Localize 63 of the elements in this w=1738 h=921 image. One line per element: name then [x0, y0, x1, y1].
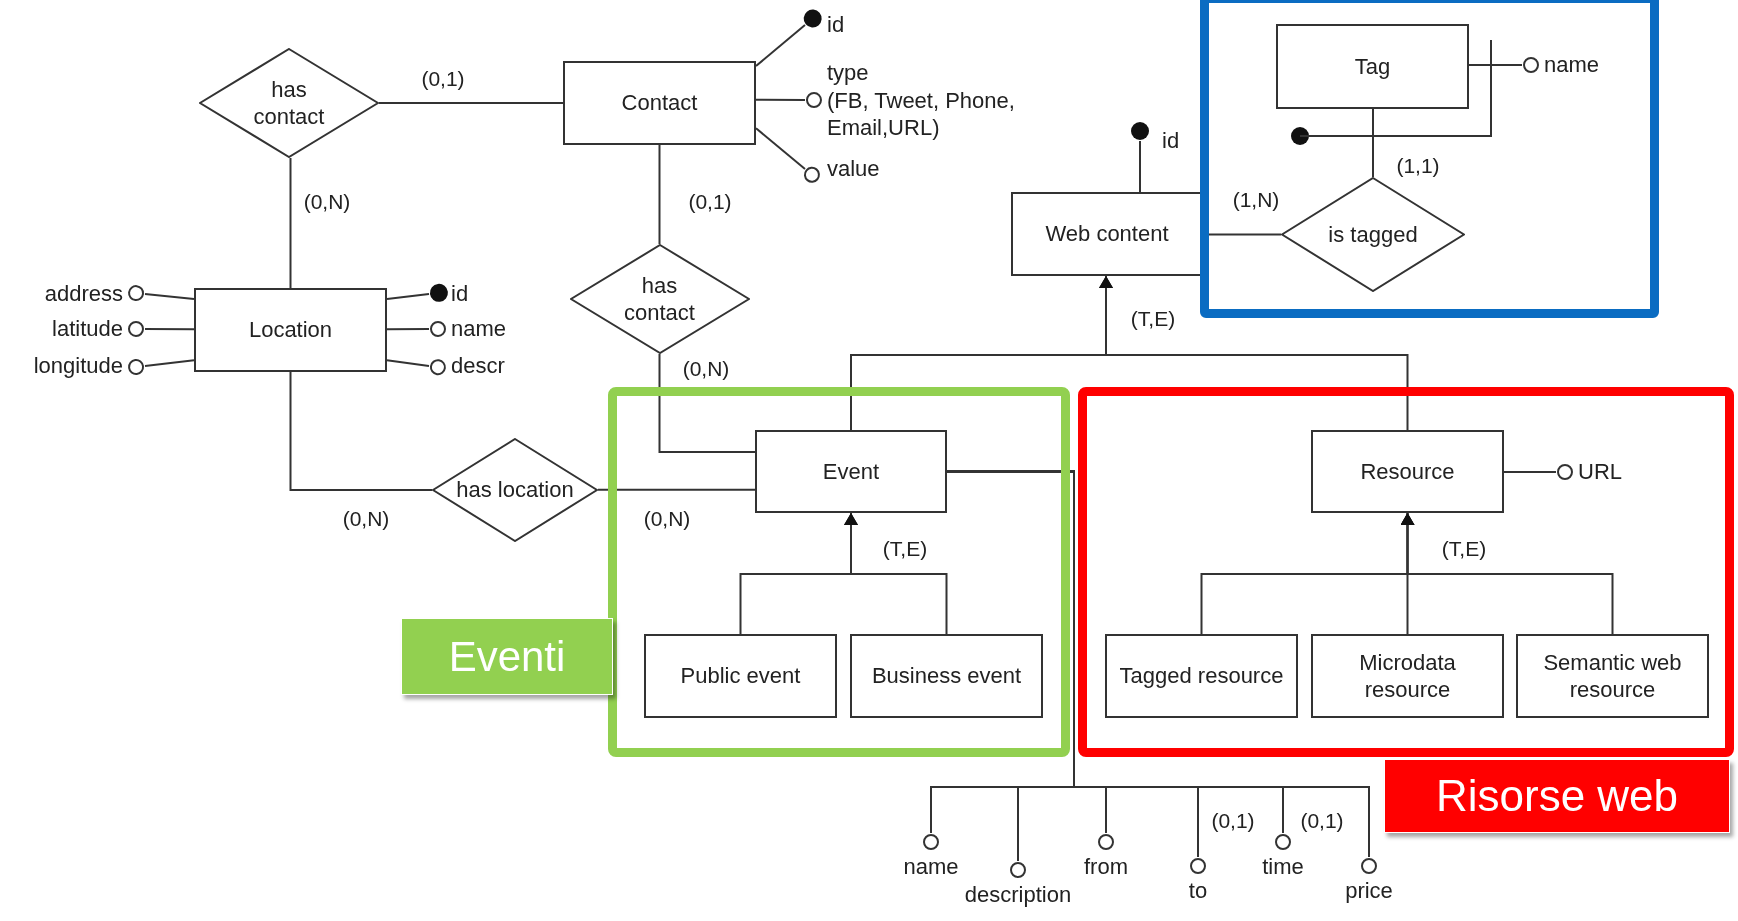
entity-box: Event	[755, 430, 947, 513]
generalization-arrow	[1099, 275, 1409, 431]
attribute-name: latitude	[52, 315, 145, 343]
entity-box: Location	[194, 288, 387, 372]
attribute-name: address	[44, 280, 145, 308]
relationship-line	[378, 102, 564, 104]
entity-box: Tagged resource	[1105, 634, 1298, 718]
attribute-name: id	[1140, 127, 1180, 155]
attribute-line	[755, 92, 822, 109]
attribute-name: from	[1084, 833, 1128, 881]
attribute-line	[386, 283, 448, 302]
attribute-name: name	[429, 315, 507, 343]
entity-box: Contact	[563, 61, 756, 145]
relationship-name: has location	[456, 476, 574, 504]
attribute-line	[1503, 464, 1573, 480]
relationship-name: has contact	[623, 271, 696, 327]
attribute-name: descr	[429, 352, 505, 380]
attribute-line	[128, 359, 195, 376]
attribute-name: URL	[1556, 458, 1622, 486]
attribute-name: to	[1188, 857, 1208, 905]
attribute-name: type	[827, 58, 870, 87]
relationship-line	[658, 353, 756, 453]
attribute-line	[1468, 57, 1539, 73]
attribute-name: (FB, Tweet, Phone, Email,URL)	[827, 86, 1016, 142]
attribute-name: price	[1345, 857, 1393, 905]
attribute-line	[128, 285, 195, 302]
entity-box: Microdata resource	[1311, 634, 1504, 718]
attribute-name: longitude	[33, 352, 145, 380]
entity-box: Tag	[1276, 24, 1469, 109]
attribute-name: name	[903, 833, 959, 881]
relationship-line	[1372, 108, 1374, 178]
entity-box: Public event	[644, 634, 837, 718]
attribute-name: id	[805, 11, 845, 39]
attribute-name: value	[805, 155, 880, 183]
attribute-line	[128, 320, 195, 337]
relationship-line	[658, 144, 661, 245]
attribute-name: description	[964, 861, 1072, 909]
group-label: Risorse web	[1384, 759, 1730, 833]
relationship-name: has contact	[252, 75, 326, 131]
group-label: Eventi	[401, 618, 613, 695]
attribute-name: id	[429, 280, 469, 308]
relationship-line	[289, 371, 433, 491]
generalization-arrow	[1400, 512, 1614, 635]
attribute-name: name	[1522, 51, 1600, 79]
entity-box: Semantic web resource	[1516, 634, 1709, 718]
attribute-line	[755, 127, 820, 183]
entity-box: Web content	[1011, 192, 1203, 276]
generalization-arrow	[844, 512, 948, 635]
relationship-diamond	[569, 244, 750, 354]
attribute-line	[386, 359, 446, 376]
attribute-line	[386, 320, 446, 337]
relationship-diamond	[1281, 177, 1465, 292]
relationship-line	[289, 157, 292, 289]
relationship-diamond	[432, 438, 598, 542]
entity-box: Business event	[850, 634, 1043, 718]
attribute-line	[1131, 122, 1149, 193]
attribute-name: time	[1262, 833, 1304, 881]
relationship-line	[597, 488, 756, 491]
attribute-line	[755, 9, 822, 68]
group-frame	[1200, 0, 1659, 318]
relationship-diamond	[199, 48, 379, 158]
relationship-name: is tagged	[1328, 220, 1418, 249]
entity-box: Resource	[1311, 430, 1504, 513]
